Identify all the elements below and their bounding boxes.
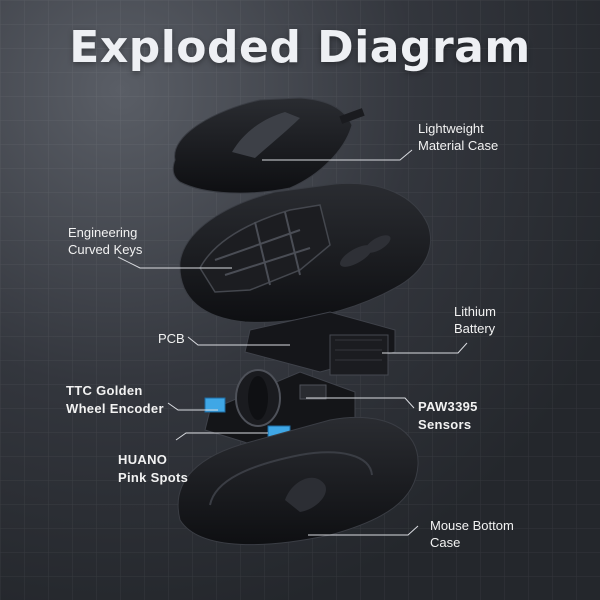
leader-bottom — [308, 525, 419, 536]
label-case-line1: Lightweight — [418, 121, 484, 136]
leader-encoder — [167, 402, 218, 411]
label-bottom: Mouse Bottom Case — [430, 517, 514, 551]
label-switch-line1: HUANO — [118, 452, 168, 467]
label-keys: Engineering Curved Keys — [68, 224, 142, 258]
pcb-battery-part — [244, 311, 396, 376]
label-switch: HUANO Pink Spots — [118, 451, 188, 487]
label-bottom-line1: Mouse Bottom — [430, 518, 514, 533]
label-sensor-line2: Sensors — [418, 417, 472, 432]
label-sensor-line1: PAW3395 — [418, 399, 478, 414]
leader-battery — [382, 342, 468, 354]
bottom-case-part — [177, 416, 419, 546]
leader-case — [262, 149, 413, 161]
label-battery: Lithium Battery — [454, 303, 496, 337]
label-bottom-line2: Case — [430, 535, 461, 550]
label-battery-line2: Battery — [454, 321, 496, 336]
leader-switch — [175, 432, 268, 441]
label-sensor: PAW3395 Sensors — [418, 398, 478, 434]
label-switch-line2: Pink Spots — [118, 470, 189, 485]
leader-sensor — [306, 397, 415, 409]
top-case-part — [172, 97, 365, 194]
label-encoder-line2: Wheel Encoder — [66, 401, 164, 416]
page-title: Exploded Diagram — [69, 22, 531, 73]
label-battery-line1: Lithium — [454, 304, 496, 319]
label-case: Lightweight Material Case — [418, 120, 498, 154]
leader-keys — [117, 256, 232, 269]
label-keys-line1: Engineering — [68, 225, 138, 240]
label-pcb-line1: PCB — [158, 331, 185, 346]
label-case-line2: Material Case — [418, 138, 499, 153]
shell-keys-part — [179, 182, 432, 323]
label-keys-line2: Curved Keys — [68, 242, 143, 257]
label-pcb: PCB — [158, 330, 185, 347]
label-encoder: TTC Golden Wheel Encoder — [66, 382, 164, 418]
label-encoder-line1: TTC Golden — [66, 383, 143, 398]
leader-lines — [117, 149, 468, 536]
leader-pcb — [187, 336, 290, 346]
